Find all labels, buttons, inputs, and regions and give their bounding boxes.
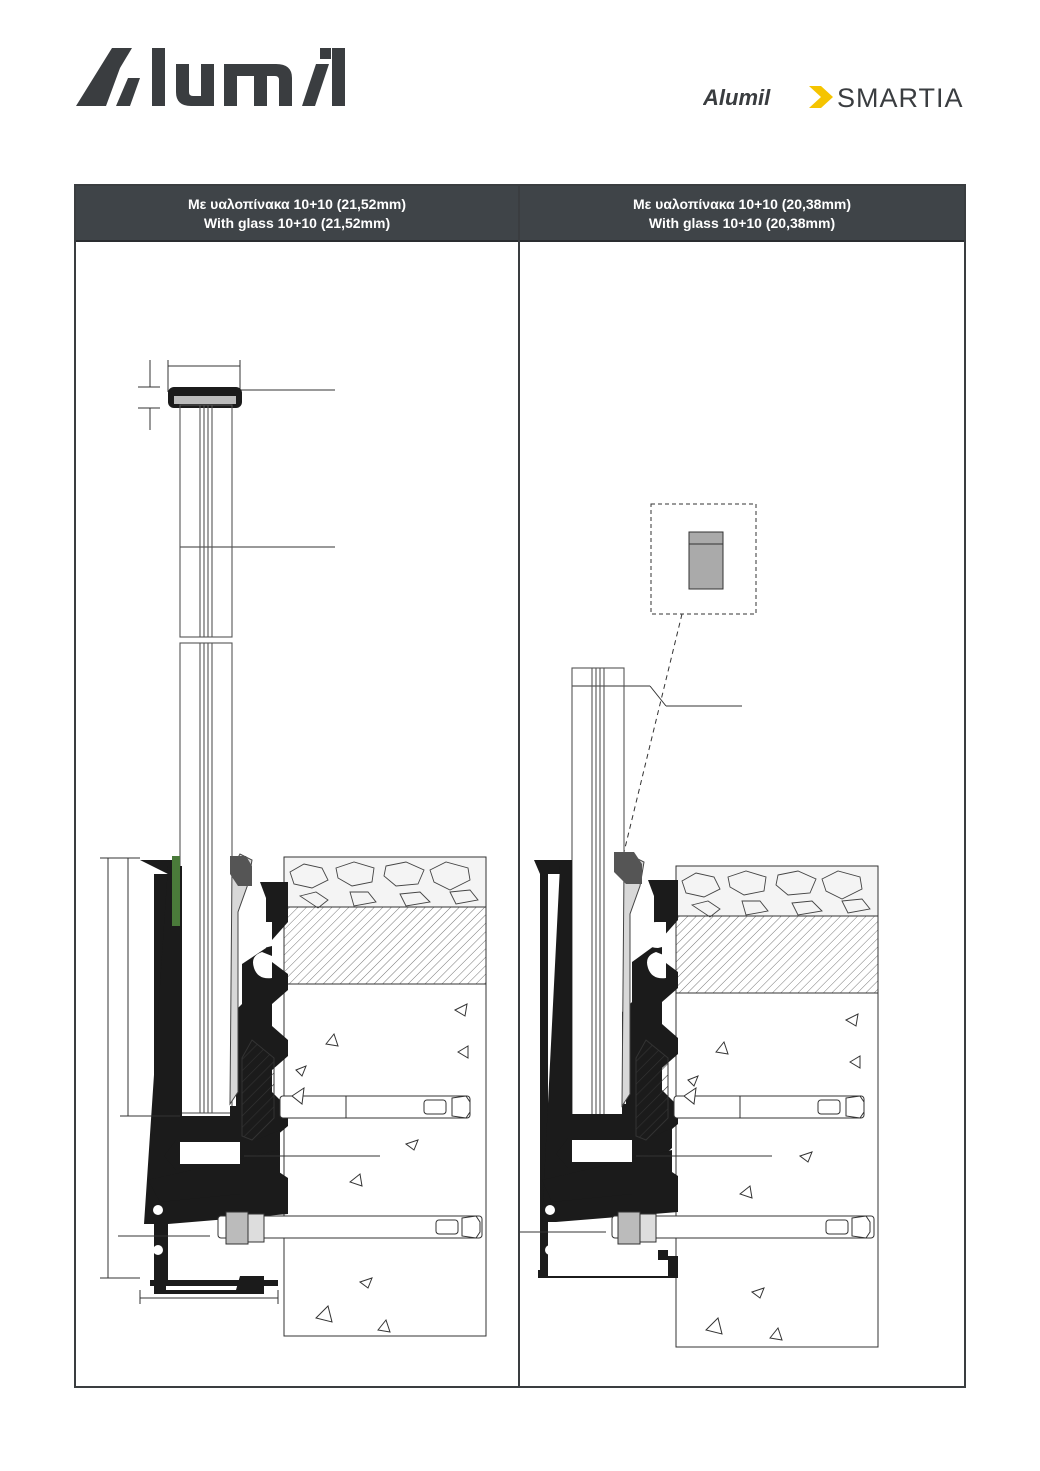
- left-handrail-insert: [174, 396, 236, 404]
- left-height-dimensions: [100, 857, 279, 1304]
- right-detail-gasket: [688, 531, 724, 590]
- right-leader-lines: [520, 1155, 772, 1233]
- left-panel-title-en: With glass 10+10 (21,52mm): [203, 215, 391, 231]
- left-concrete-aggregate: [295, 1003, 469, 1333]
- right-detail-callout: [650, 503, 757, 615]
- right-panel-title-en: With glass 10+10 (20,38mm): [648, 215, 836, 231]
- left-glass-lower: [179, 642, 233, 1114]
- right-glass-dimension: [572, 685, 742, 707]
- right-section-drawing: [520, 503, 879, 1348]
- right-glass: [571, 667, 625, 1116]
- chevron-icon: [809, 86, 833, 108]
- left-top-dimensions: [138, 360, 335, 548]
- left-screed-layer: [283, 906, 487, 985]
- left-paving-stones: [289, 861, 479, 909]
- right-screed-layer: [675, 915, 879, 994]
- alumil-logo: [76, 48, 345, 106]
- right-concrete-slab: [675, 992, 879, 1348]
- right-wedge-block: [635, 1039, 669, 1141]
- right-paving-stones: [681, 870, 871, 918]
- right-panel-title-gr: Με υαλοπίνακα 10+10 (20,38mm): [632, 196, 852, 212]
- left-top-gasket: [230, 856, 252, 886]
- left-wedge-block: [241, 1039, 275, 1141]
- right-anchor-lower: [611, 1211, 875, 1245]
- smartia-product-text: SMARTIA: [837, 83, 964, 113]
- right-concrete-aggregate: [687, 1013, 861, 1341]
- left-section-drawing: [100, 360, 487, 1337]
- left-leader-lines: [118, 1155, 380, 1237]
- right-profile-chambers: [545, 922, 666, 1255]
- detail-sheet-frame: Με υαλοπίνακα 10+10 (21,52mm) With glass…: [74, 184, 966, 1388]
- left-profile-chambers: [153, 922, 272, 1255]
- right-callout-leader: [623, 613, 683, 853]
- left-wedge-insert: [229, 853, 253, 1106]
- smartia-brand-text: Alumil: [703, 85, 771, 110]
- left-anchor-lower: [217, 1211, 483, 1245]
- panel-divider: [518, 186, 520, 1386]
- left-panel-title-gr: Με υαλοπίνακα 10+10 (21,52mm): [187, 196, 407, 212]
- header-divider: [76, 240, 964, 242]
- right-paving-layer: [675, 865, 879, 917]
- right-anchor-upper: [673, 1086, 865, 1119]
- left-paving-layer: [283, 856, 487, 908]
- left-concrete-slab: [283, 983, 487, 1337]
- left-panel-header: Με υαλοπίνακα 10+10 (21,52mm) With glass…: [76, 186, 518, 242]
- left-glass-upper: [179, 404, 233, 638]
- left-green-gasket: [172, 856, 180, 926]
- alumil-smartia-logo: Alumil SMARTIA: [703, 83, 964, 113]
- right-top-gasket: [614, 852, 642, 884]
- left-anchor-upper: [279, 1086, 471, 1119]
- right-panel-header: Με υαλοπίνακα 10+10 (20,38mm) With glass…: [520, 186, 964, 242]
